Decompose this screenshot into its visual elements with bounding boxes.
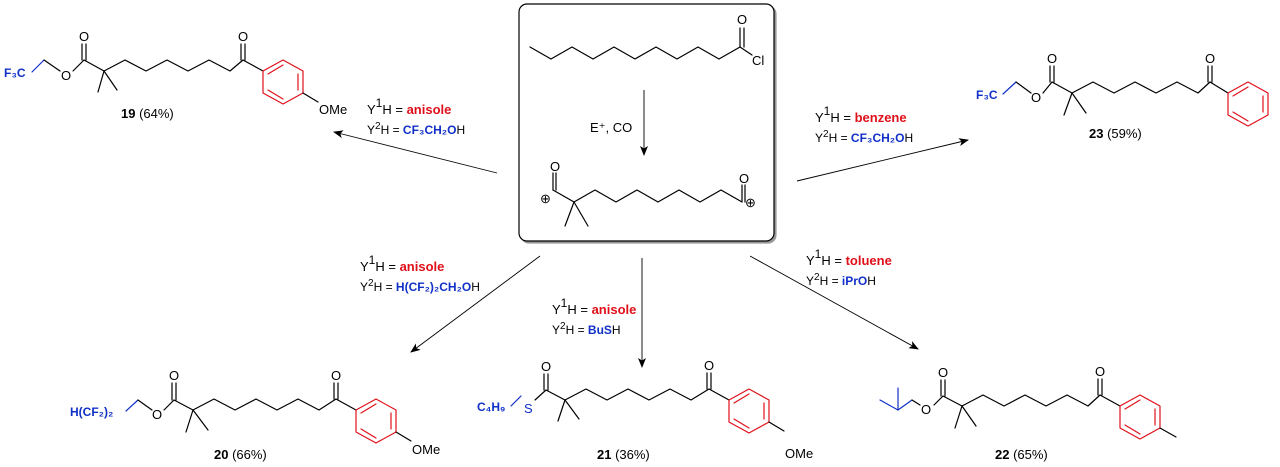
product-23-label: 23 (59%) xyxy=(1089,126,1142,141)
product-22-structure: O O O xyxy=(879,364,1177,440)
arrow-to-20 xyxy=(410,255,541,353)
product-19-structure: F₃C O O O OMe xyxy=(4,29,347,117)
svg-text:Y1H = anisole: Y1H = anisole xyxy=(360,253,444,274)
product-23-structure: F₃C O O O xyxy=(976,51,1269,127)
product-20-structure: H(CF₂)₂ O O O OMe xyxy=(70,368,440,457)
acylium-left-plus-label: ⊕ xyxy=(540,191,551,206)
svg-text:Y1H = toluene: Y1H = toluene xyxy=(806,247,892,268)
conditions-19: Y1H = anisole Y2H = CF₃CH₂OH xyxy=(367,96,465,137)
svg-text:O: O xyxy=(1205,51,1215,66)
product-19-label: 19 (64%) xyxy=(121,106,174,121)
product-20-label: 20 (66%) xyxy=(214,447,267,462)
conditions-22: Y1H = toluene Y2H = iPrOH xyxy=(806,247,892,288)
svg-text:O: O xyxy=(541,359,551,374)
svg-text:O: O xyxy=(1047,51,1057,66)
conditions-23: Y1H = benzene Y2H = CF₃CH₂OH xyxy=(815,104,913,145)
svg-text:C₄H₉: C₄H₉ xyxy=(477,400,505,414)
arrow-to-19 xyxy=(333,130,498,174)
svg-text:O: O xyxy=(238,29,248,44)
center-box: O Cl E⁺, CO O ⊕ O ⊕ xyxy=(518,3,775,242)
svg-text:Y2H = CF₃CH₂OH: Y2H = CF₃CH₂OH xyxy=(815,129,913,146)
acylium-right-plus-label: ⊕ xyxy=(745,195,756,210)
product-21-label: 21 (36%) xyxy=(597,447,650,462)
svg-text:F₃C: F₃C xyxy=(976,88,998,102)
bis-acylium-structure: O ⊕ O ⊕ xyxy=(540,159,756,227)
svg-text:Y1H = anisole: Y1H = anisole xyxy=(367,96,451,117)
conditions-20: Y1H = anisole Y2H = H(CF₂)₂CH₂OH xyxy=(360,253,480,294)
svg-text:OMe: OMe xyxy=(412,442,440,457)
product-21-structure: C₄H₉ S O O OMe xyxy=(477,358,813,461)
decanoyl-chloride-structure: O Cl xyxy=(529,12,764,68)
svg-text:O: O xyxy=(704,358,714,373)
product-22-label: 22 (65%) xyxy=(995,447,1048,462)
svg-text:Y2H = BuSH: Y2H = BuSH xyxy=(552,321,621,338)
svg-text:F₃C: F₃C xyxy=(4,66,26,80)
svg-text:O: O xyxy=(1031,90,1041,105)
arrow-to-22 xyxy=(749,255,919,350)
svg-text:O: O xyxy=(61,68,71,83)
svg-text:O: O xyxy=(938,365,948,380)
svg-text:O: O xyxy=(921,402,931,417)
svg-text:Y1H = benzene: Y1H = benzene xyxy=(815,104,907,125)
svg-text:OMe: OMe xyxy=(785,446,813,461)
acylium-left-oxygen-label: O xyxy=(550,159,560,174)
svg-text:Y2H = iPrOH: Y2H = iPrOH xyxy=(806,272,876,289)
svg-text:O: O xyxy=(169,368,179,383)
svg-text:O: O xyxy=(1095,364,1105,379)
svg-text:Y1H = anisole: Y1H = anisole xyxy=(552,296,636,317)
arrow-to-23 xyxy=(796,138,969,182)
acylium-right-oxygen-label: O xyxy=(739,171,749,186)
svg-text:H(CF₂)₂: H(CF₂)₂ xyxy=(70,405,113,419)
svg-text:O: O xyxy=(331,368,341,383)
acyl-chloride-chlorine-label: Cl xyxy=(752,53,764,68)
conditions-21: Y1H = anisole Y2H = BuSH xyxy=(552,296,636,337)
svg-text:Y2H = H(CF₂)₂CH₂OH: Y2H = H(CF₂)₂CH₂OH xyxy=(360,278,480,295)
svg-text:O: O xyxy=(152,407,162,422)
svg-text:Y2H = CF₃CH₂OH: Y2H = CF₃CH₂OH xyxy=(367,121,465,138)
reagent-label: E⁺, CO xyxy=(590,120,632,135)
svg-text:OMe: OMe xyxy=(319,102,347,117)
svg-text:O: O xyxy=(79,29,89,44)
acyl-chloride-oxygen-label: O xyxy=(737,12,747,27)
svg-text:S: S xyxy=(524,401,533,416)
